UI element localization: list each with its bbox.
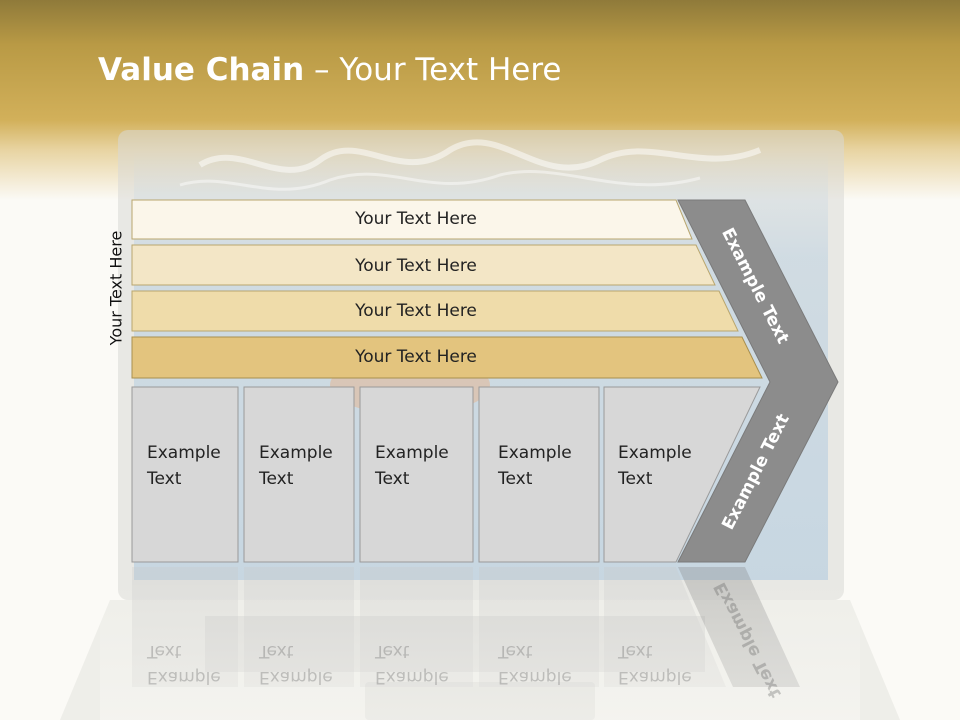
row-2-bar (131, 244, 716, 286)
row-3-label: Your Text Here (355, 301, 477, 321)
box-5 (603, 386, 761, 563)
box-2 (243, 386, 355, 563)
row-3-bar (131, 290, 739, 332)
row-4-bar (131, 336, 763, 379)
row-4-label: Your Text Here (355, 347, 477, 367)
row-1-label: Your Text Here (355, 209, 477, 229)
box-1 (131, 386, 239, 563)
box-3 (359, 386, 474, 563)
chevron-arrow (677, 199, 839, 563)
box-4 (478, 386, 600, 563)
row-1-bar (131, 199, 693, 240)
row-2-label: Your Text Here (355, 256, 477, 276)
page-title: Value Chain – Your Text Here (98, 52, 562, 88)
